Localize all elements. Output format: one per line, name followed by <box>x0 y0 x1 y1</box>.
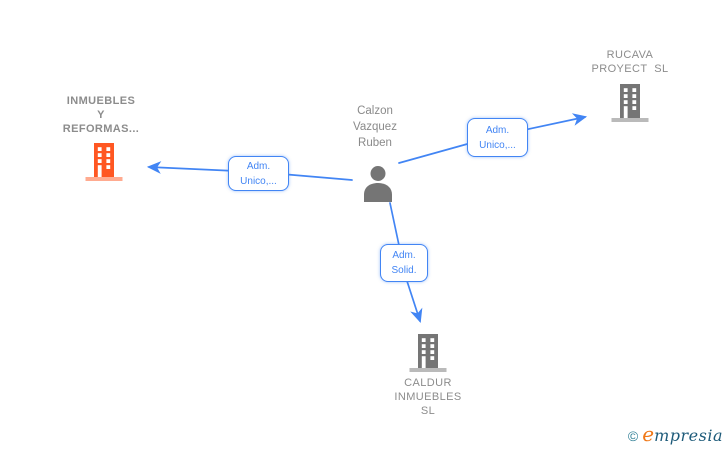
empresia-wordmark: empresia <box>642 422 723 446</box>
node-label-person[interactable]: Calzon Vazquez Ruben <box>353 105 397 149</box>
node-person[interactable] <box>363 165 393 207</box>
building-icon <box>409 334 447 372</box>
edge-label-adm-unico-rucava[interactable]: Adm. Unico,... <box>467 118 528 157</box>
empresia-logo[interactable]: © empresia <box>628 422 723 446</box>
node-caldur[interactable] <box>408 333 448 378</box>
copyright-icon: © <box>627 428 639 444</box>
node-label-rucava[interactable]: RUCAVA PROYECT SL <box>591 49 669 75</box>
person-icon <box>364 166 392 202</box>
node-label-caldur[interactable]: CALDUR INMUEBLES SL <box>394 377 462 417</box>
building-icon <box>85 143 123 181</box>
edge-label-adm-unico-inmuebles[interactable]: Adm. Unico,... <box>228 156 289 191</box>
building-icon <box>611 84 649 122</box>
node-rucava[interactable] <box>610 83 650 128</box>
edge-label-adm-solid-caldur[interactable]: Adm. Solid. <box>380 244 428 282</box>
wordmark-rest: mpresia <box>654 426 723 445</box>
node-label-inmuebles[interactable]: INMUEBLES Y REFORMAS... <box>62 95 140 135</box>
node-inmuebles[interactable] <box>84 142 124 187</box>
wordmark-initial: e <box>642 422 655 446</box>
